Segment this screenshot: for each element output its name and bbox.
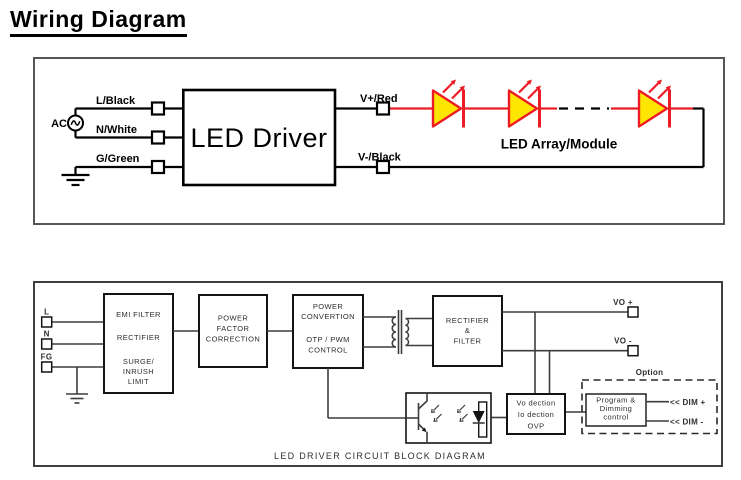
dim-plus-label: << DIM + [670,398,706,407]
led-icon [509,80,541,128]
terminal-l [40,316,53,328]
line-label-l: L/Black [96,95,136,107]
ac-input-wires [74,107,184,175]
terminal-vplus [375,101,391,116]
option-dashed-box [581,379,718,435]
detection-ovp-box [506,393,566,435]
dim-minus-label: << DIM - [670,417,704,426]
program-line: control [603,413,628,422]
emi-filter-box [103,293,174,394]
pfc-line: CORRECTION [206,335,260,344]
output-wires [335,107,705,169]
line-label-n: N/White [96,124,137,136]
conversion-line: POWER [313,302,344,311]
terminal-vminus [375,159,391,175]
vo-plus-label: VO + [613,298,633,307]
terminal-g [150,159,166,175]
ground-icon [66,393,88,404]
program-line: Program & [596,396,635,405]
feedback-wires [327,368,586,419]
ac-source-icon [67,114,84,132]
led-array-label: LED Array/Module [501,137,618,152]
terminal-n [150,130,166,145]
vminus-label: V-/Black [358,152,402,164]
program-line: Dimming [600,404,632,413]
input-wires [51,321,104,394]
option-label: Option [636,368,664,377]
terminal-fg [40,361,53,373]
pfc-line: POWER [218,314,249,323]
terminal-n [40,338,53,350]
led-icon [639,80,671,128]
rectifier-line: FILTER [454,337,482,346]
rectifier-line: & [465,326,470,335]
detection-line: OVP [527,422,544,431]
detection-line: Vo dection [516,399,555,408]
pfc-line: FACTOR [217,324,250,333]
terminal-label-l: L [44,308,49,317]
ground-icon [61,173,90,187]
line-label-g: G/Green [96,153,140,165]
emi-line: INRUSH [123,367,154,376]
panel-border [33,281,723,467]
wiring-diagram-panel: AC L/Black N/White G/Green LED Driver V+… [33,57,725,225]
terminal-vo-minus [627,344,639,357]
panel-border [33,57,725,225]
conversion-line: CONVERTION [301,312,355,321]
block-diagram-panel: L N FG EMI FILTER RECTIFIER SURGE/ INRUS… [33,281,723,467]
optocoupler-icon [405,392,492,444]
led-driver-box [182,88,337,187]
rectifier-line: RECTIFIER [446,316,489,325]
terminal-label-fg: FG [41,353,53,362]
conversion-line: CONTROL [308,346,347,355]
vo-minus-label: VO - [614,337,632,346]
rectifier-filter-box [432,295,503,367]
led-icon [433,80,465,128]
emi-line: SURGE/ [123,357,155,366]
program-dimming-box [585,393,647,427]
terminal-label-n: N [44,330,50,339]
dim-wires [646,400,669,422]
ac-label: AC [51,118,67,130]
led-driver-label: LED Driver [190,123,327,153]
block-diagram-caption: LED DRIVER CIRCUIT BLOCK DIAGRAM [274,451,486,461]
emi-line: EMI FILTER [116,310,161,319]
conversion-line: OTP / PWM [306,335,349,344]
terminal-l [150,101,166,116]
terminal-vo-plus [627,306,639,318]
transformer-icon [363,310,433,354]
detection-line: Io dection [518,410,555,419]
output-wires [502,311,628,394]
emi-line: RECTIFIER [117,333,160,342]
vplus-label: V+/Red [360,93,398,105]
pfc-box [198,294,268,368]
page-title: Wiring Diagram [10,6,187,37]
power-conversion-box [292,294,364,369]
emi-line: LIMIT [128,377,149,386]
